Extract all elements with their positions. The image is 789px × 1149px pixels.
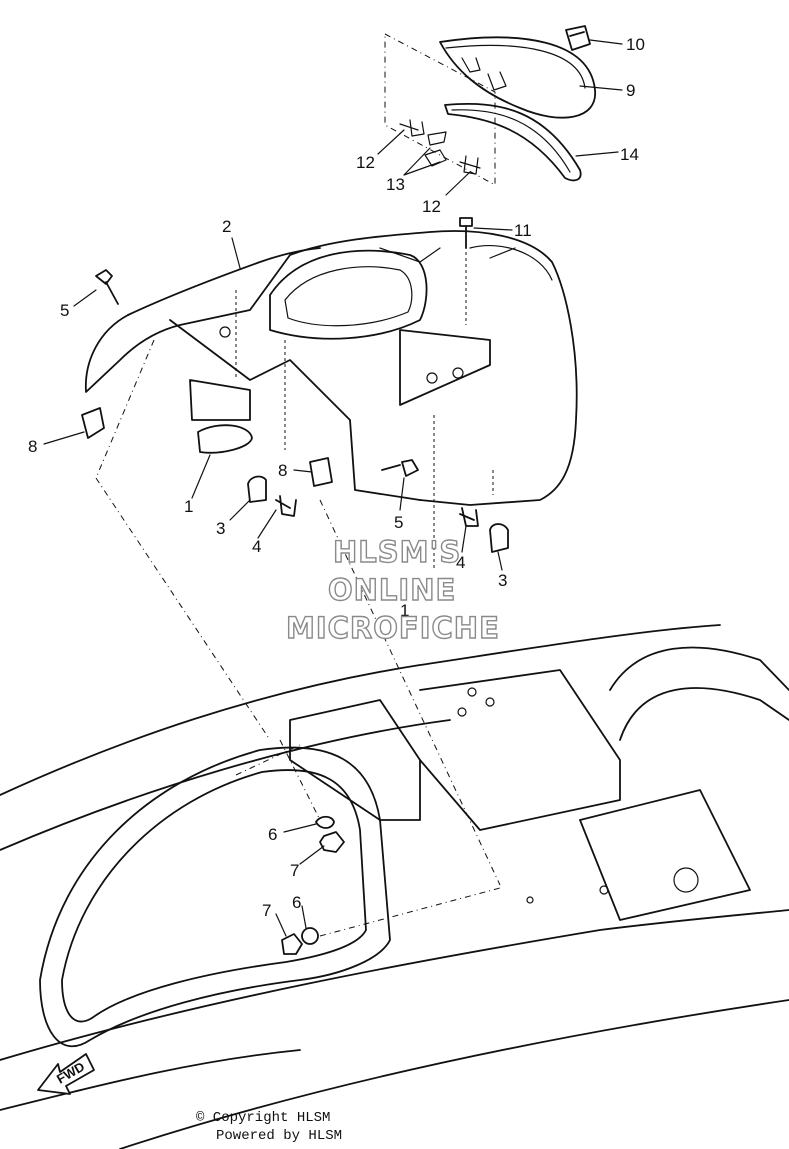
side-parts	[81, 269, 509, 553]
callout-8-left: 8	[28, 437, 37, 456]
callout-4-right: 4	[456, 553, 465, 572]
callout-6-lower: 6	[292, 893, 301, 912]
hull	[0, 624, 789, 1149]
callout-10: 10	[626, 35, 645, 54]
watermark: HLSM'S ONLINE MICROFICHE	[285, 534, 500, 645]
callouts: 10 9 14 12 13 12 11 2 5 8 1 3 4 8 5 4 3 …	[28, 35, 645, 920]
callout-9: 9	[626, 81, 635, 100]
callout-4-left: 4	[252, 537, 261, 556]
watermark-line-1: HLSM'S	[333, 535, 461, 569]
callout-6-upper: 6	[268, 825, 277, 844]
callout-3-left: 3	[216, 519, 225, 538]
callout-2: 2	[222, 217, 231, 236]
callout-7-lower: 7	[262, 901, 271, 920]
callout-13: 13	[386, 175, 405, 194]
front-cover	[85, 230, 578, 570]
powered-by-text: Powered by HLSM	[216, 1128, 343, 1144]
callout-1-left: 1	[184, 497, 193, 516]
callout-3-right: 3	[498, 571, 507, 590]
callout-11: 11	[514, 221, 532, 240]
callout-8-right: 8	[278, 461, 287, 480]
callout-12-bottom: 12	[422, 197, 441, 216]
callout-7-upper: 7	[290, 861, 299, 880]
callout-12-top: 12	[356, 153, 375, 172]
watermark-line-3: MICROFICHE	[286, 611, 500, 645]
guide-lines	[95, 339, 501, 937]
callout-1-right: 1	[400, 601, 409, 620]
callout-leaders	[43, 39, 623, 937]
callout-5-right: 5	[394, 513, 403, 532]
watermark-line-2: ONLINE	[328, 573, 456, 607]
lid-assembly	[384, 25, 596, 249]
callout-5-left: 5	[60, 301, 69, 320]
fwd-arrow-icon: FWD	[37, 1053, 95, 1095]
copyright-text: © Copyright HLSM	[196, 1110, 331, 1126]
callout-14: 14	[620, 145, 639, 164]
